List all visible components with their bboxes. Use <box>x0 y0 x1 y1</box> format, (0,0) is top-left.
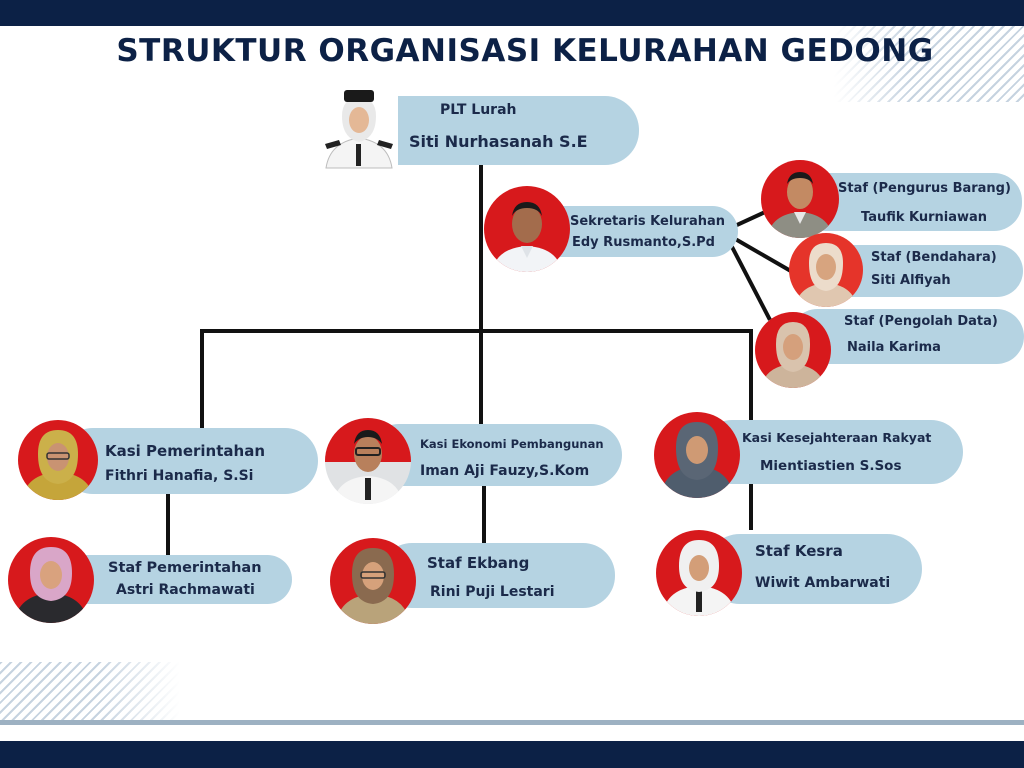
node-role: PLT Lurah <box>440 102 517 118</box>
node-name: Edy Rusmanto,S.Pd <box>572 235 715 250</box>
decorative-hatch-top-right <box>834 26 1024 102</box>
avatar-staf-bendahara <box>789 233 863 307</box>
node-name: Fithri Hanafia, S.Si <box>105 468 254 484</box>
node-name: Naila Karima <box>847 340 941 355</box>
node-role: Staf Pemerintahan <box>108 560 262 576</box>
avatar-kasi-pemerintahan <box>18 420 98 500</box>
node-name: Siti Nurhasanah S.E <box>409 132 588 151</box>
node-kasi-pemerintahan: Kasi Pemerintahan Fithri Hanafia, S.Si <box>60 428 318 494</box>
node-role: Staf Kesra <box>755 542 843 560</box>
node-role: Sekretaris Kelurahan <box>570 214 726 229</box>
node-kasi-kesra: Kasi Kesejahteraan Rakyat Mientiastien S… <box>700 420 963 484</box>
bottom-band <box>0 741 1024 768</box>
node-name: Siti Alfiyah <box>871 273 951 288</box>
node-name: Mientiastien S.Sos <box>760 458 902 474</box>
avatar-staf-kesra <box>656 530 742 616</box>
node-role: Staf Ekbang <box>427 554 530 572</box>
connector-sekretaris-staf-data <box>727 240 772 321</box>
avatar-kasi-ekbang <box>325 418 411 504</box>
avatar-staf-ekbang <box>330 538 416 624</box>
node-role: Kasi Ekonomi Pembangunan <box>420 437 604 451</box>
node-role: Kasi Pemerintahan <box>105 442 265 460</box>
avatar-sekretaris <box>484 186 570 272</box>
connector-sekretaris-staf-barang <box>734 210 766 228</box>
node-name: Astri Rachmawati <box>116 582 255 598</box>
avatar-kasi-kesra <box>654 412 740 498</box>
top-band <box>0 0 1024 26</box>
node-staf-data: Staf (Pengolah Data) Naila Karima <box>790 309 1024 364</box>
avatar-lurah <box>320 86 398 172</box>
avatar-staf-pemerintahan <box>8 537 94 623</box>
node-name: Rini Puji Lestari <box>430 584 555 600</box>
bottom-divider <box>0 720 1024 725</box>
node-staf-ekbang: Staf Ekbang Rini Puji Lestari <box>380 543 615 608</box>
avatar-staf-data <box>755 312 831 388</box>
node-role: Staf (Pengurus Barang) <box>838 181 1011 196</box>
node-role: Staf (Bendahara) <box>871 250 997 265</box>
node-name: Taufik Kurniawan <box>861 210 988 225</box>
decorative-hatch-bottom-left <box>0 662 180 720</box>
connector-sekretaris-staf-bendahara <box>734 237 792 273</box>
node-name: Iman Aji Fauzy,S.Kom <box>420 463 590 479</box>
node-kasi-ekbang: Kasi Ekonomi Pembangunan Iman Aji Fauzy,… <box>368 424 622 486</box>
node-role: Staf (Pengolah Data) <box>844 314 998 329</box>
node-staf-pemerintahan: Staf Pemerintahan Astri Rachmawati <box>60 555 292 604</box>
node-name: Wiwit Ambarwati <box>755 575 891 591</box>
avatar-staf-barang <box>761 160 839 238</box>
page-title: STRUKTUR ORGANISASI KELURAHAN GEDONG <box>116 33 934 69</box>
node-lurah: PLT Lurah Siti Nurhasanah S.E <box>360 96 639 165</box>
node-role: Kasi Kesejahteraan Rakyat <box>742 430 932 445</box>
